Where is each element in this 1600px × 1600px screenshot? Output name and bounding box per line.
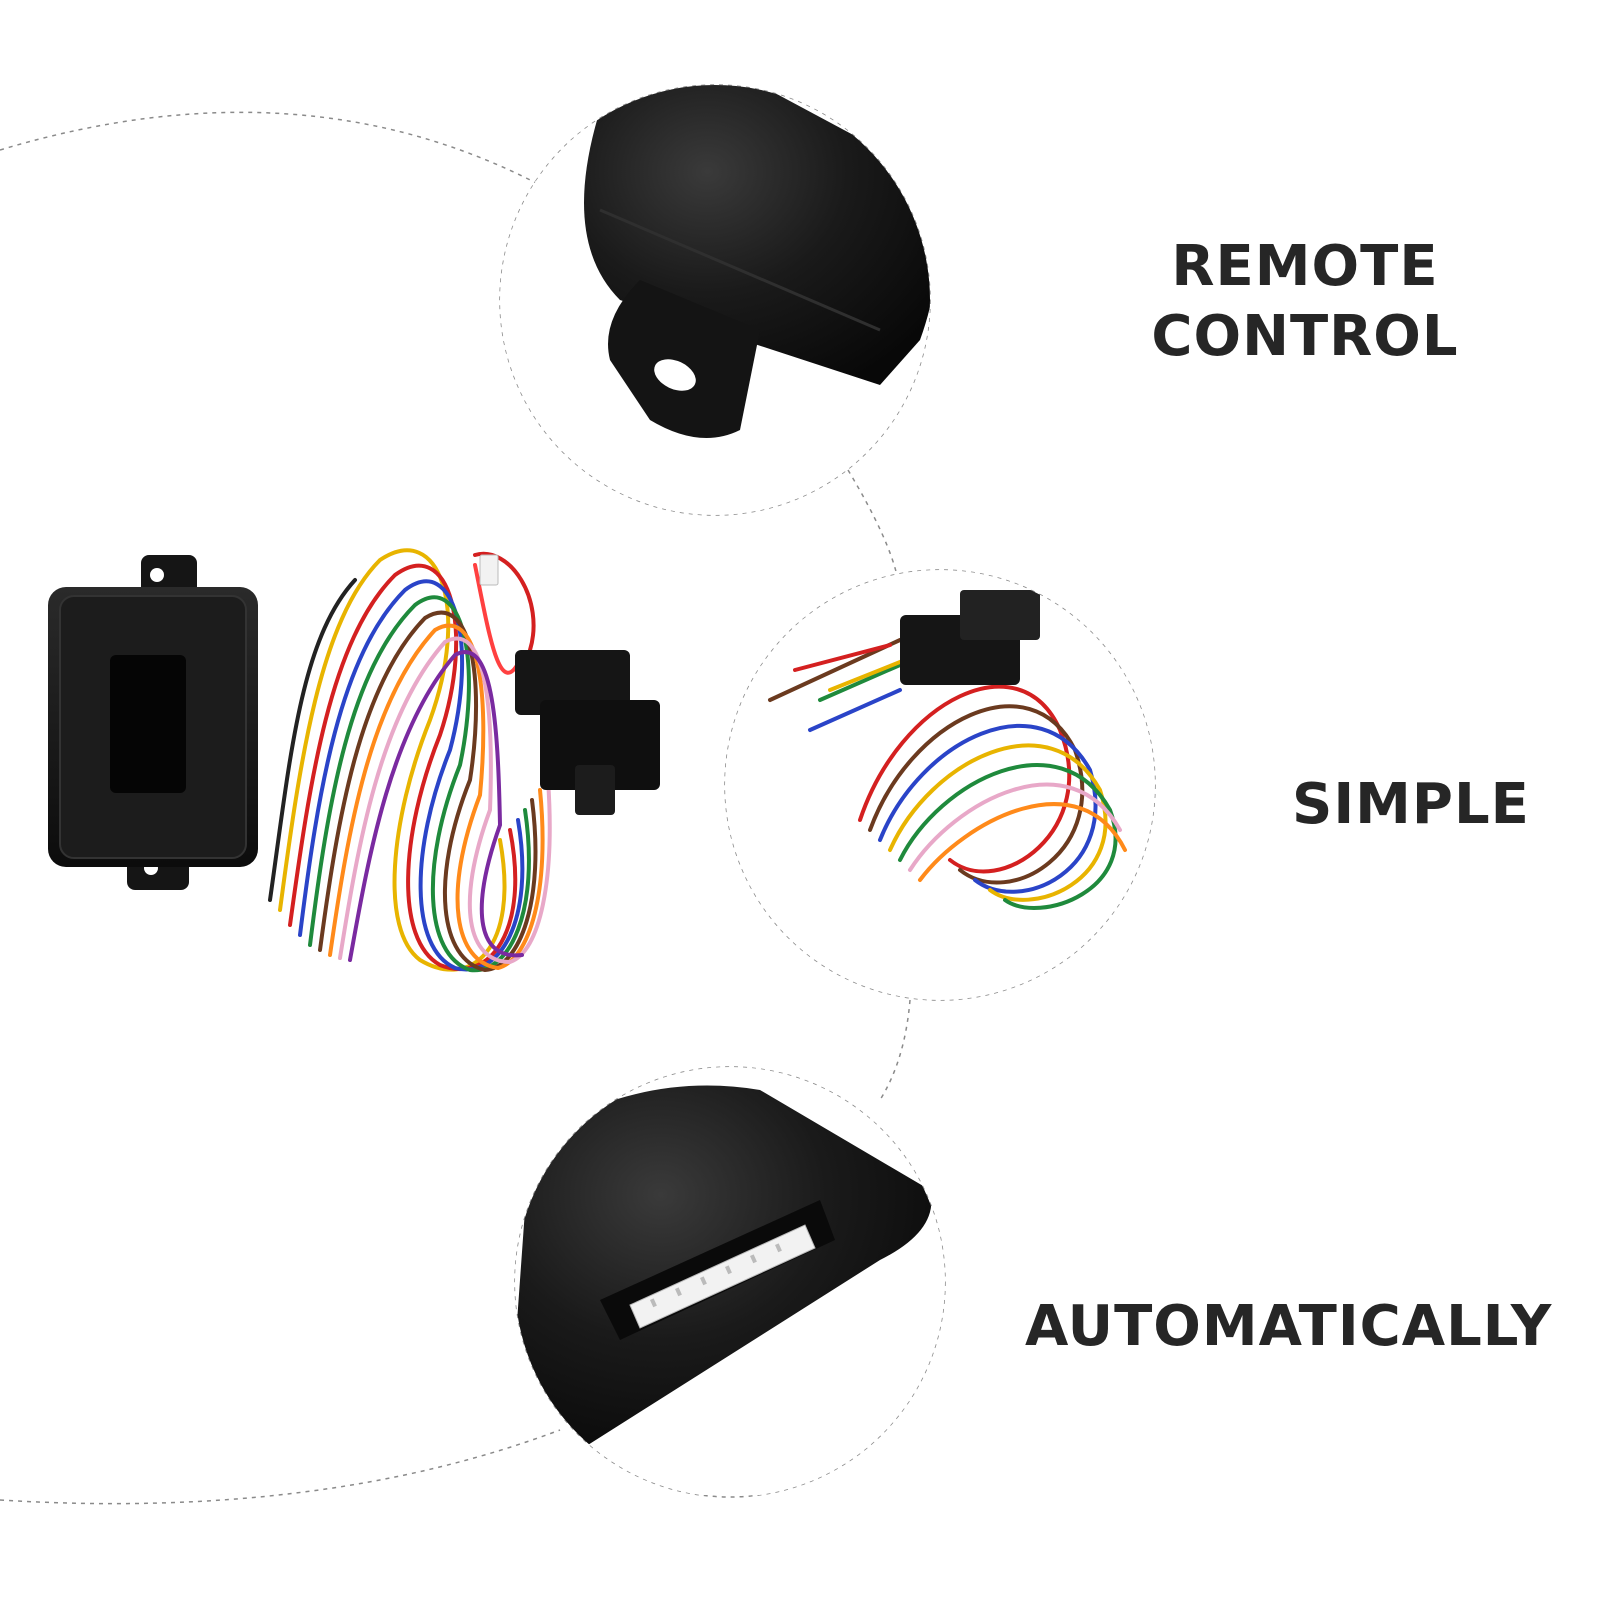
wires-closeup [725,570,1155,1000]
control-module-image [48,555,258,890]
connector-image [479,554,660,815]
socket-closeup [515,1067,945,1495]
feature-remote-control-line2: CONTROL [1151,304,1459,369]
wire-harness-image [268,548,552,973]
feature-remote-control-line1: REMOTE [1171,234,1439,299]
feature-remote-control: REMOTE CONTROL [1140,232,1470,372]
mounting-tab-closeup [500,85,930,515]
feature-automatically: AUTOMATICALLY [1025,1294,1553,1359]
feature-simple: SIMPLE [1292,772,1530,837]
